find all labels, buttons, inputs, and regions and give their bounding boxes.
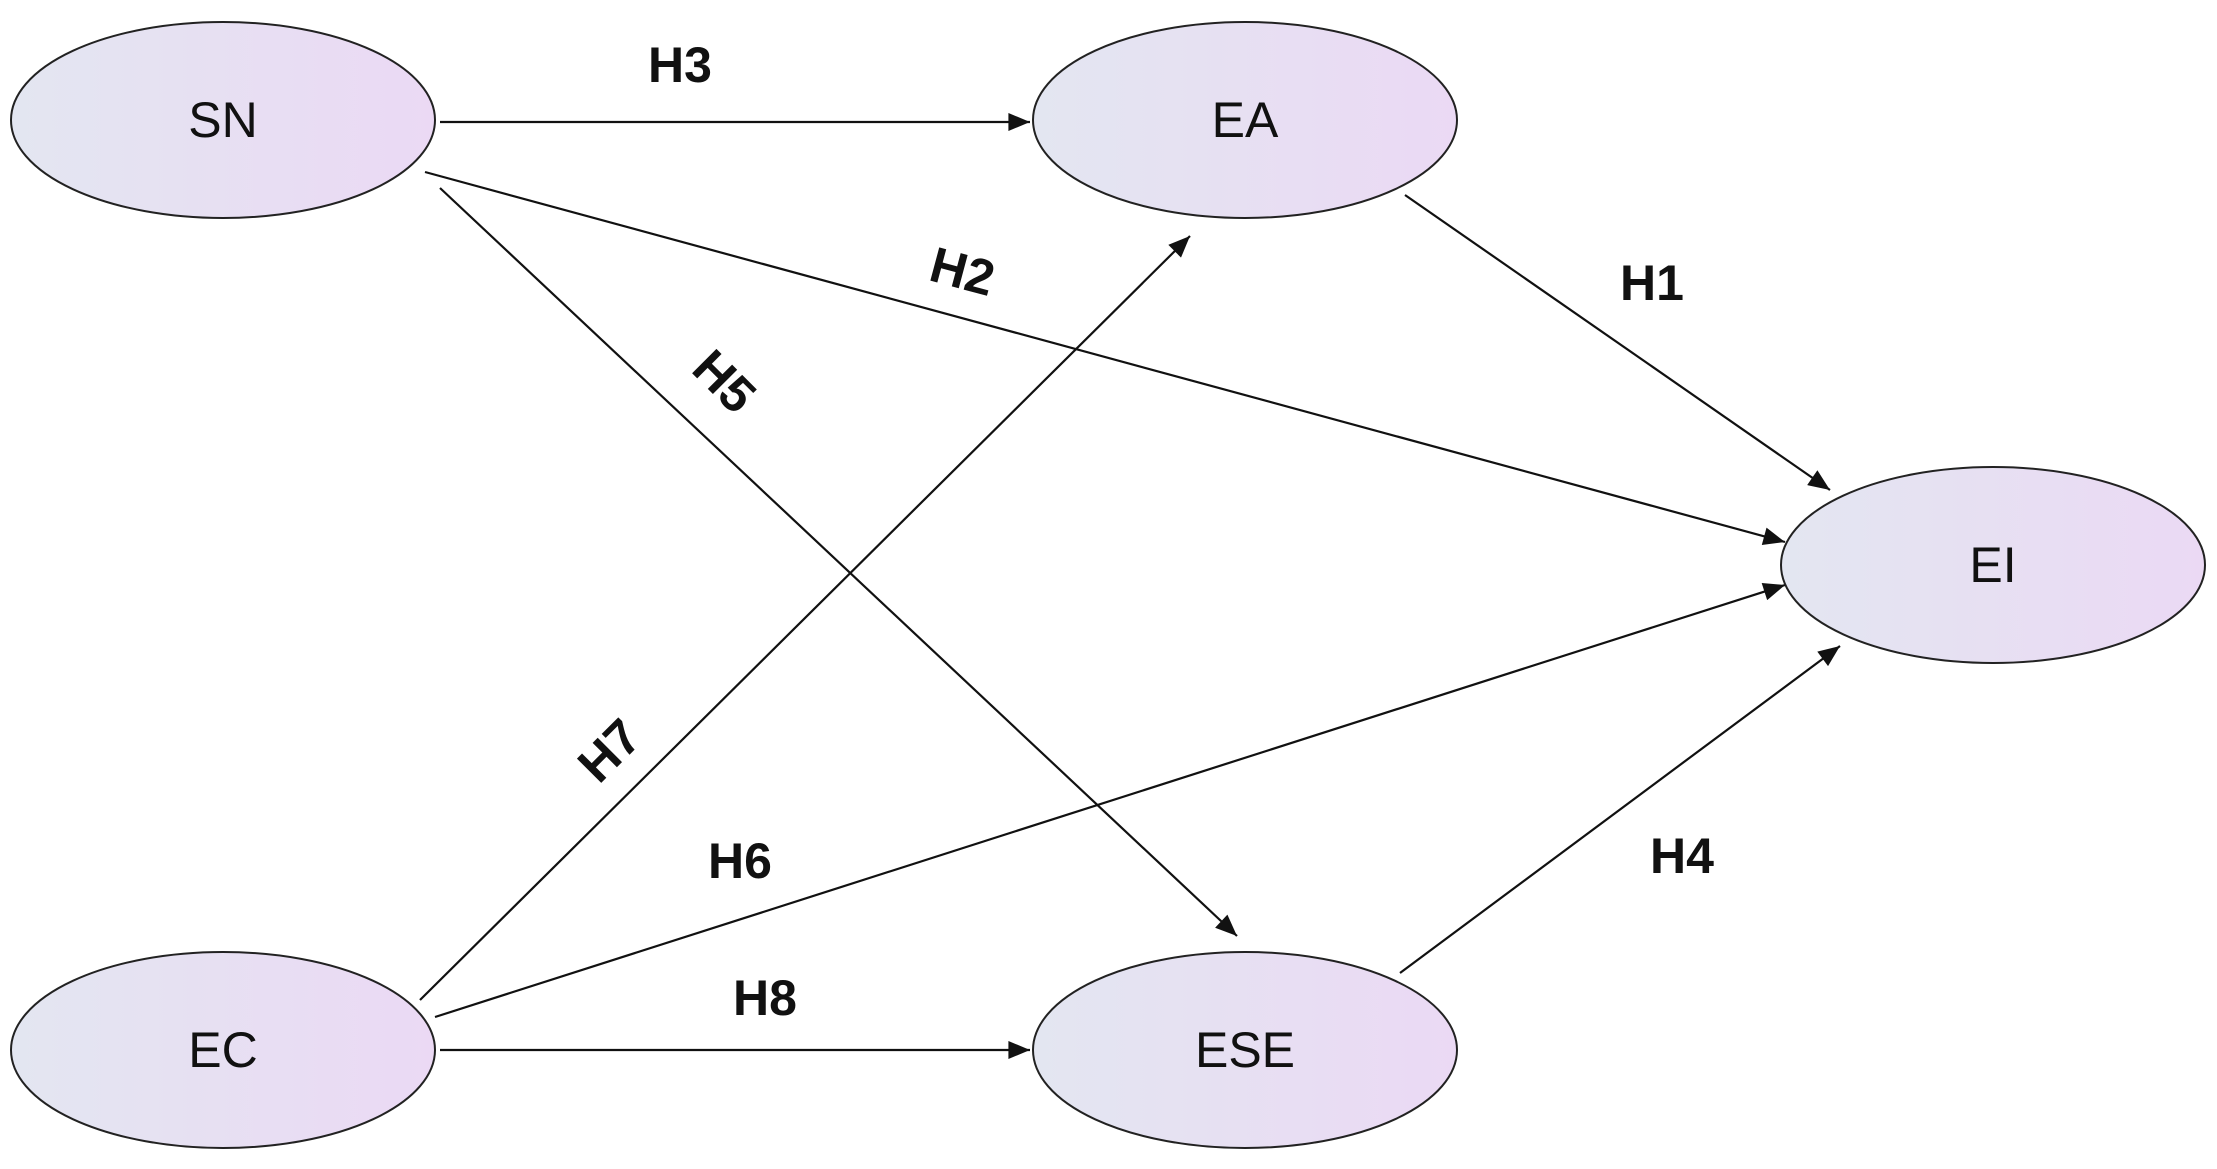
edge-label-h8: H8 — [733, 970, 797, 1026]
edge-h6-ec-to-ei — [434, 583, 1786, 1019]
edge-h1-ea-to-ei — [1404, 194, 1831, 491]
node-label-ese: ESE — [1195, 1022, 1295, 1078]
node-label-ec: EC — [188, 1022, 257, 1078]
edge-label-h7: H7 — [567, 708, 652, 793]
edge-label-h1: H1 — [1620, 255, 1684, 311]
edge-label-h4: H4 — [1650, 828, 1714, 884]
node-ese: ESE — [1032, 951, 1458, 1149]
edge-h7-ec-to-ea — [419, 235, 1191, 1001]
edge-h4-ese-to-ei — [1399, 645, 1841, 974]
node-ec: EC — [10, 951, 436, 1149]
node-label-sn: SN — [188, 92, 257, 148]
edge-label-h2: H2 — [924, 236, 1000, 307]
node-label-ea: EA — [1212, 92, 1279, 148]
node-label-ei: EI — [1969, 537, 2016, 593]
edge-label-h3: H3 — [648, 37, 712, 93]
edge-h5-sn-to-ese — [439, 187, 1238, 937]
node-sn: SN — [10, 21, 436, 219]
edge-label-h5: H5 — [682, 339, 767, 424]
node-ea: EA — [1032, 21, 1458, 219]
node-ei: EI — [1780, 466, 2206, 664]
edge-label-h6: H6 — [708, 833, 772, 889]
edge-h2-sn-to-ei — [424, 170, 1786, 546]
